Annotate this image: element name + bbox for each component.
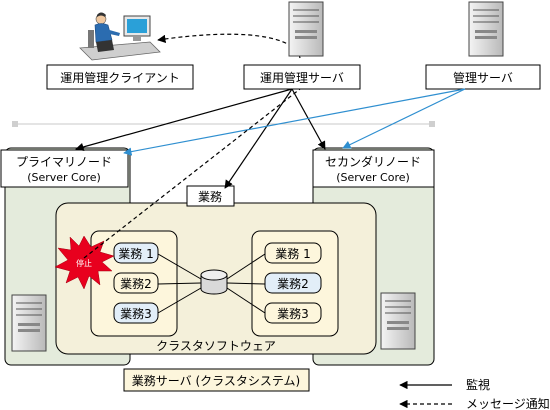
right-task-2-box	[264, 272, 322, 294]
legend-monitoring-label: 監視	[466, 377, 490, 392]
primary-server-icon	[11, 294, 47, 352]
guide-marker-right	[429, 121, 435, 127]
left-task-1-label: 業務 1	[118, 247, 153, 261]
primary-node-title: プライマリノード	[16, 155, 112, 169]
stop-burst-icon	[54, 235, 115, 290]
right-task-3-label: 業務3	[277, 307, 309, 321]
monitoring-arrows	[75, 88, 326, 189]
mgmt-monitoring-arrows	[123, 88, 466, 156]
left-task-3-label: 業務3	[120, 307, 152, 321]
primary-node-os: (Server Core)	[27, 171, 101, 184]
ops-client-label: 運用管理クライアント	[60, 70, 180, 85]
secondary-node-title: セカンダリノード	[325, 154, 421, 169]
ops-server-box	[243, 64, 361, 90]
ops-server-icon	[288, 1, 324, 57]
mgmt-server-icon	[468, 1, 504, 57]
stop-burst-label: 停止	[76, 258, 92, 268]
legend-message-label: メッセージ通知	[466, 397, 550, 410]
secondary-server-icon	[380, 292, 416, 350]
shared-disk-icon	[200, 269, 228, 295]
business-server-label: 業務サーバ (クラスタシステム)	[132, 374, 300, 388]
ops-client-box	[46, 64, 194, 90]
secondary-node-label-box	[312, 149, 435, 188]
right-task-1-box	[264, 242, 322, 264]
left-task-2-label: 業務2	[120, 277, 152, 291]
secondary-node-os: (Server Core)	[336, 171, 410, 184]
ops-server-label: 運用管理サーバ	[260, 70, 344, 85]
mgmt-server-label: 管理サーバ	[453, 70, 513, 85]
legend: 監視 メッセージ通知	[399, 377, 550, 410]
cluster-software-label: クラスタソフトウェア	[156, 339, 276, 353]
left-task-2-box	[113, 272, 159, 294]
business-tag-label: 業務	[198, 190, 222, 204]
left-task-3-box	[113, 302, 159, 324]
primary-node-label-box	[0, 149, 129, 188]
operator-workstation-icon	[79, 12, 161, 61]
right-task-1-label: 業務 1	[275, 247, 310, 261]
business-tag-box	[186, 185, 235, 207]
right-task-2-label: 業務2	[277, 277, 309, 291]
right-task-3-box	[264, 302, 322, 324]
disk-connectors	[157, 253, 266, 314]
guide-marker-left	[12, 121, 18, 127]
business-server-box	[123, 368, 310, 392]
mgmt-server-box	[425, 64, 541, 90]
left-task-1-box	[113, 242, 159, 264]
